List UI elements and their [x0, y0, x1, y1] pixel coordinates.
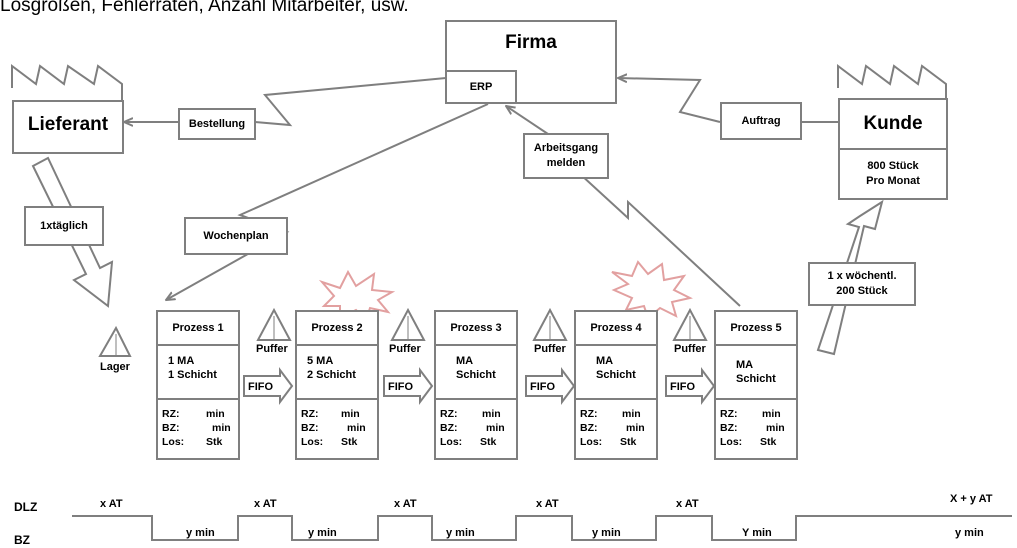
process-staff: 1 MA 1 Schicht [168, 355, 217, 381]
bz-label: BZ: [162, 422, 180, 434]
lower-time-label: Y min [742, 527, 772, 539]
triangle-inventory-icon [672, 307, 708, 341]
los-unit: Stk [341, 436, 358, 448]
los-label: Los: [440, 436, 463, 448]
upper-time-label: x AT [536, 498, 559, 510]
kunde-demand: 800 Stück Pro Monat [838, 148, 948, 200]
process-name: Prozess 1 [172, 321, 224, 334]
los-label: Los: [301, 436, 324, 448]
lower-time-label: y min [446, 527, 475, 539]
process-staff: MA Schicht [456, 355, 496, 381]
taeglich-label: 1xtäglich [24, 206, 104, 246]
factory-icon [11, 64, 123, 100]
bestellung-label: Bestellung [178, 108, 256, 140]
upper-time-label: x AT [676, 498, 699, 510]
bz-timeline-label: BZ [14, 533, 30, 547]
upper-time-label: x AT [394, 498, 417, 510]
arbeitsgang-label: Arbeitsgang melden [523, 133, 609, 179]
lower-time-label: y min [308, 527, 337, 539]
bz-unit: min [212, 422, 231, 434]
process-box-4: Prozess 4 MA Schicht RZ: min BZ: min Los… [574, 310, 658, 460]
los-label: Los: [162, 436, 185, 448]
rz-unit: min [762, 408, 781, 420]
fifo-arrow-icon [525, 367, 576, 405]
firma-title: Firma [505, 32, 557, 53]
process-name: Prozess 2 [311, 321, 363, 334]
lieferant-title: Lieferant [27, 114, 109, 135]
rz-label: RZ: [720, 408, 738, 420]
kaizen-burst-icon [611, 260, 693, 320]
process-staff: MA Schicht [736, 359, 776, 385]
triangle-inventory-icon [256, 307, 292, 341]
rz-label: RZ: [301, 408, 319, 420]
rz-label: RZ: [162, 408, 180, 420]
kunde-title: Kunde [863, 113, 923, 134]
bz-label: BZ: [580, 422, 598, 434]
process-name: Prozess 4 [590, 321, 642, 334]
upper-time-label: X + y AT [950, 493, 993, 505]
fifo-label: FIFO [530, 381, 556, 393]
los-unit: Stk [206, 436, 223, 448]
erp-box: ERP [445, 70, 517, 104]
lager-label: Lager [100, 361, 130, 373]
woechentlich-label: 1 x wöchentl. 200 Stück [808, 262, 916, 306]
auftrag-label: Auftrag [720, 102, 802, 140]
rz-unit: min [482, 408, 501, 420]
bz-label: BZ: [301, 422, 319, 434]
rz-unit: min [622, 408, 641, 420]
timeline-line [72, 515, 1012, 541]
puffer-label: Puffer [389, 343, 421, 355]
los-label: Los: [580, 436, 603, 448]
bz-unit: min [486, 422, 505, 434]
process-box-3: Prozess 3 MA Schicht RZ: min BZ: min Los… [434, 310, 518, 460]
rz-label: RZ: [580, 408, 598, 420]
fifo-label: FIFO [248, 381, 274, 393]
process-staff: 5 MA 2 Schicht [307, 355, 356, 381]
process-staff: MA Schicht [596, 355, 636, 381]
los-unit: Stk [480, 436, 497, 448]
los-unit: Stk [620, 436, 637, 448]
triangle-inventory-icon [98, 325, 132, 357]
process-box-2: Prozess 2 5 MA 2 Schicht RZ: min BZ: min… [295, 310, 379, 460]
los-unit: Stk [760, 436, 777, 448]
puffer-label: Puffer [534, 343, 566, 355]
bz-unit: min [347, 422, 366, 434]
process-name: Prozess 3 [450, 321, 502, 334]
bz-unit: min [766, 422, 785, 434]
lower-time-label: y min [955, 527, 984, 539]
fifo-arrow-icon [383, 367, 434, 405]
los-label: Los: [720, 436, 743, 448]
process-box-5: Prozess 5 MA Schicht RZ: min BZ: min Los… [714, 310, 798, 460]
triangle-inventory-icon [390, 307, 426, 341]
puffer-label: Puffer [674, 343, 706, 355]
bz-unit: min [626, 422, 645, 434]
header-text: Losgrößen, Fehlerraten, Anzahl Mitarbeit… [0, 0, 409, 16]
factory-icon [837, 64, 947, 100]
arrow-arbeitsgang-erp [506, 106, 549, 135]
fifo-label: FIFO [388, 381, 414, 393]
puffer-label: Puffer [256, 343, 288, 355]
rz-label: RZ: [440, 408, 458, 420]
fifo-arrow-icon [665, 367, 716, 405]
fifo-arrow-icon [243, 367, 294, 405]
process-box-1: Prozess 1 1 MA 1 Schicht RZ: min BZ: min… [156, 310, 240, 460]
lower-time-label: y min [592, 527, 621, 539]
bz-label: BZ: [440, 422, 458, 434]
rz-unit: min [206, 408, 225, 420]
process-name: Prozess 5 [730, 321, 782, 334]
lower-time-label: y min [186, 527, 215, 539]
upper-time-label: x AT [254, 498, 277, 510]
fifo-label: FIFO [670, 381, 696, 393]
dlz-label: DLZ [14, 500, 38, 514]
lightning-arrow-icon [618, 78, 721, 123]
triangle-inventory-icon [532, 307, 568, 341]
bz-label: BZ: [720, 422, 738, 434]
lightning-arrow-icon [254, 77, 447, 127]
lieferant-box [12, 100, 124, 154]
kaizen-burst-icon [318, 269, 396, 322]
upper-time-label: x AT [100, 498, 123, 510]
lightning-arrow-icon [555, 151, 741, 307]
rz-unit: min [341, 408, 360, 420]
wochenplan-label: Wochenplan [184, 217, 288, 255]
